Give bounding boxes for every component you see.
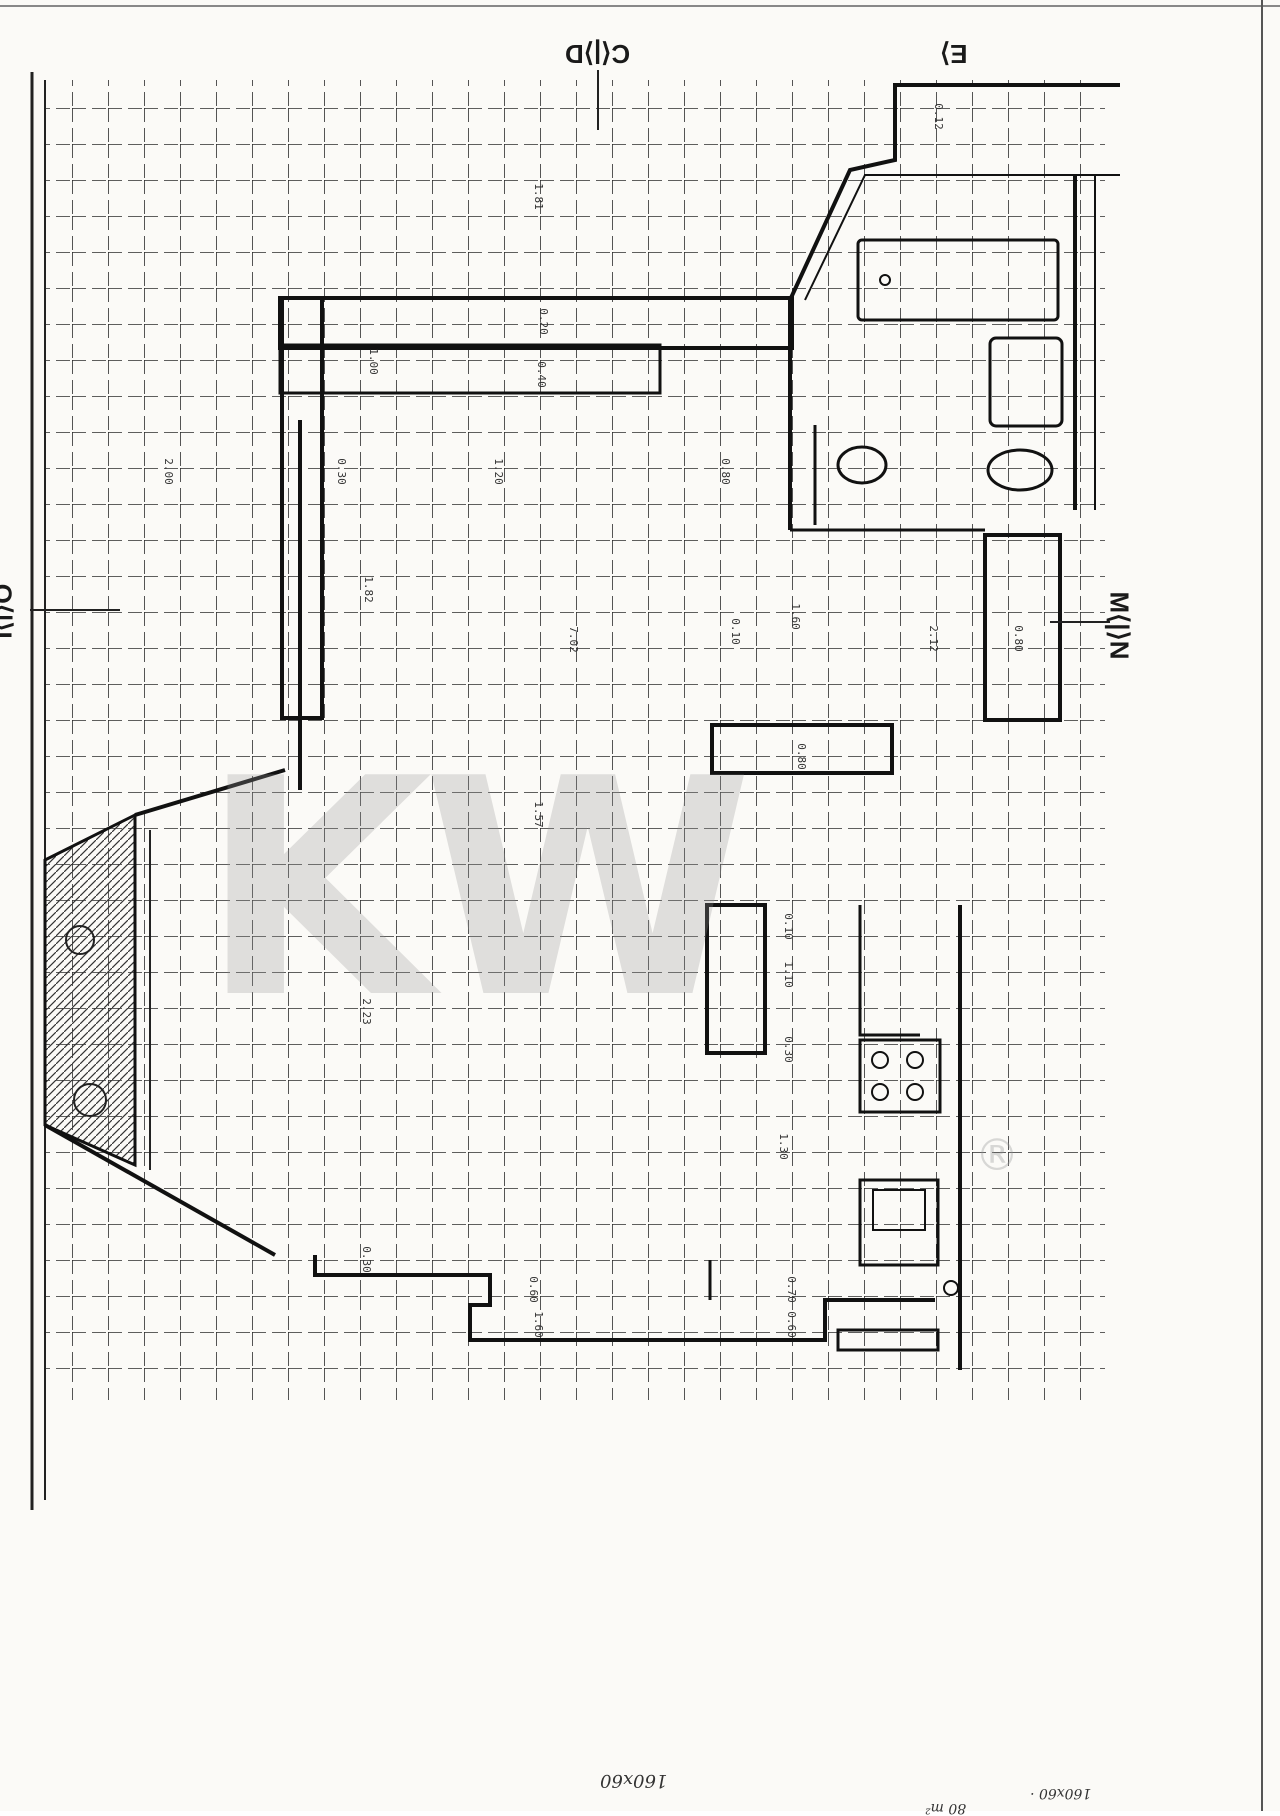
dimension-label: 0.80	[1011, 625, 1025, 652]
bidet-icon	[986, 448, 1054, 492]
dimension-label: 2.12	[926, 625, 940, 652]
fridge-icon	[705, 903, 767, 1055]
section-mark-mn: M⟨|⟩N	[1104, 591, 1135, 660]
dimension-label: 0.10	[781, 913, 795, 940]
handwritten-note: 160x60	[600, 1770, 668, 1791]
dimension-label: 0.60	[526, 1276, 540, 1303]
dimension-label: 0.80	[718, 458, 732, 485]
sink-icon	[858, 1178, 940, 1267]
stove-icon	[858, 1038, 942, 1114]
lower-wall	[313, 1255, 959, 1352]
dimension-label: 1.10	[781, 961, 795, 988]
section-mark-cd: C⟨|⟩D	[565, 39, 631, 69]
dimension-label: 0.20	[536, 308, 550, 335]
dimension-label: 1.81	[531, 183, 545, 210]
washbasin-icon	[988, 336, 1064, 428]
dimension-label: 7.02	[566, 626, 580, 653]
kw-watermark: KW	[200, 715, 753, 1064]
handwritten-note: 80 m²	[925, 1800, 967, 1816]
dimension-label: 2.00	[161, 458, 175, 485]
bathtub-icon	[856, 238, 1060, 322]
dimension-label: 0.70	[784, 1276, 798, 1303]
balcony	[43, 768, 286, 1257]
dimension-label: 0.40	[534, 361, 548, 388]
dimension-label: 1.60	[788, 603, 802, 630]
registered-mark: ®	[975, 1130, 1019, 1181]
dimension-label: 1.82	[361, 576, 375, 603]
wall-outline	[278, 296, 1062, 790]
dimension-label: 0.12	[931, 103, 945, 130]
dimension-label: 0.30	[334, 458, 348, 485]
dimension-label: 0.30	[359, 1246, 373, 1273]
dimension-label: 1.20	[491, 458, 505, 485]
dimension-label: 1.30	[776, 1133, 790, 1160]
dimension-label: 0.30	[781, 1036, 795, 1063]
handwritten-note: 160x60 ·	[1030, 1785, 1092, 1801]
dimension-label: 1.60	[531, 1311, 545, 1338]
dimension-label: 1.00	[366, 348, 380, 375]
bathroom	[788, 83, 1120, 525]
dimension-label: 0.60	[784, 1311, 798, 1338]
section-mark-ol: O⟨|⟩L	[0, 583, 18, 648]
toilet-icon	[836, 445, 888, 485]
dimension-label: 0.80	[794, 743, 808, 770]
section-mark-e: E⟩	[940, 39, 968, 69]
kitchen	[705, 903, 962, 1370]
dimension-label: 0.10	[728, 618, 742, 645]
